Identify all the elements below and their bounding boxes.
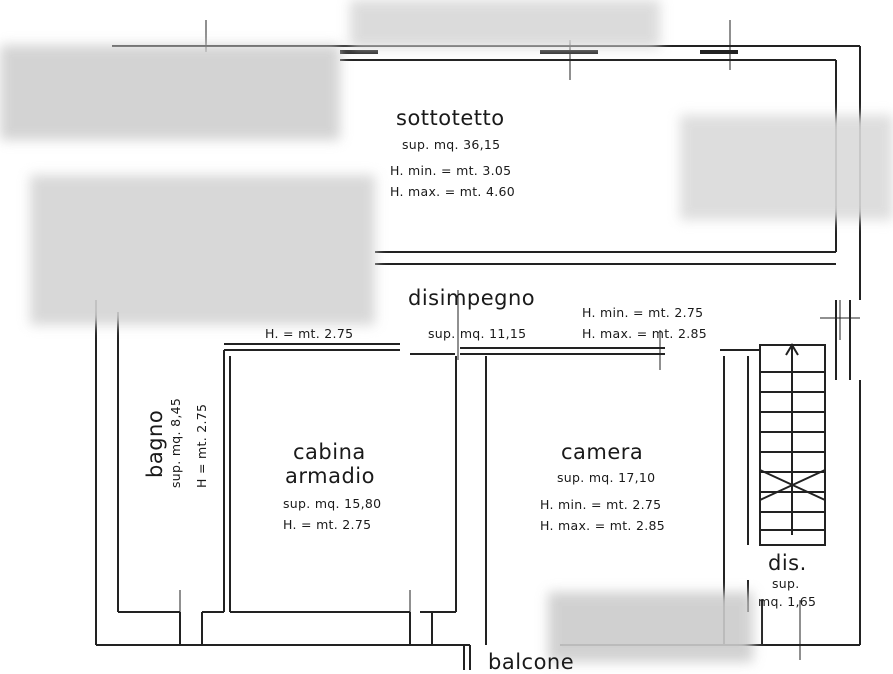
corridor-wall-inner [224,343,665,349]
balcone-rail [463,645,471,670]
cabina-name-line2: armadio [285,464,375,488]
balcone-name: balcone [488,650,575,674]
watermark-blur [0,45,340,140]
camera-partition [723,356,749,560]
disimpegno-h-left: H. = mt. 2.75 [265,326,354,341]
stair-arrow [785,343,799,535]
bagno-name: bagno [143,409,167,478]
camera-name: camera [561,440,644,464]
stair-cross [759,469,826,501]
bagno-partition [223,350,231,612]
corridor-wall [224,349,760,355]
cabina-area: sup. mq. 15,80 [283,496,382,511]
bagno-area: sup. mq. 8,45 [168,397,183,488]
window-right [835,300,851,380]
dis-name: dis. [768,551,807,575]
disimpegno-name: disimpegno [408,286,536,310]
cabina-partition [455,356,487,645]
bagno-height: H = mt. 2.75 [194,403,209,488]
sottotetto-area: sup. mq. 36,15 [402,137,501,152]
watermark-blur [680,115,893,220]
watermark-blur [30,175,375,325]
sottotetto-hmax: H. max. = mt. 4.60 [390,184,516,199]
dis-area-line1: sup. [772,576,800,591]
window-bottom [179,612,433,645]
camera-hmin: H. min. = mt. 2.75 [540,497,662,512]
sottotetto-name: sottotetto [396,106,505,130]
camera-area: sup. mq. 17,10 [557,470,656,485]
dis-area-line2: mq. 1,65 [758,594,817,609]
disimpegno-area: sup. mq. 11,15 [428,326,527,341]
disimpegno-hmax: H. max. = mt. 2.85 [582,326,708,341]
sottotetto-hmin: H. min. = mt. 3.05 [390,163,512,178]
axis-marks [179,20,860,660]
cabina-height: H. = mt. 2.75 [283,517,372,532]
camera-hmax: H. max. = mt. 2.85 [540,518,666,533]
sottotetto-wall [375,251,836,265]
cabina-name-line1: cabina [293,440,366,464]
watermark-blur [548,592,753,662]
disimpegno-hmin: H. min. = mt. 2.75 [582,305,704,320]
watermark-blur [350,0,660,48]
